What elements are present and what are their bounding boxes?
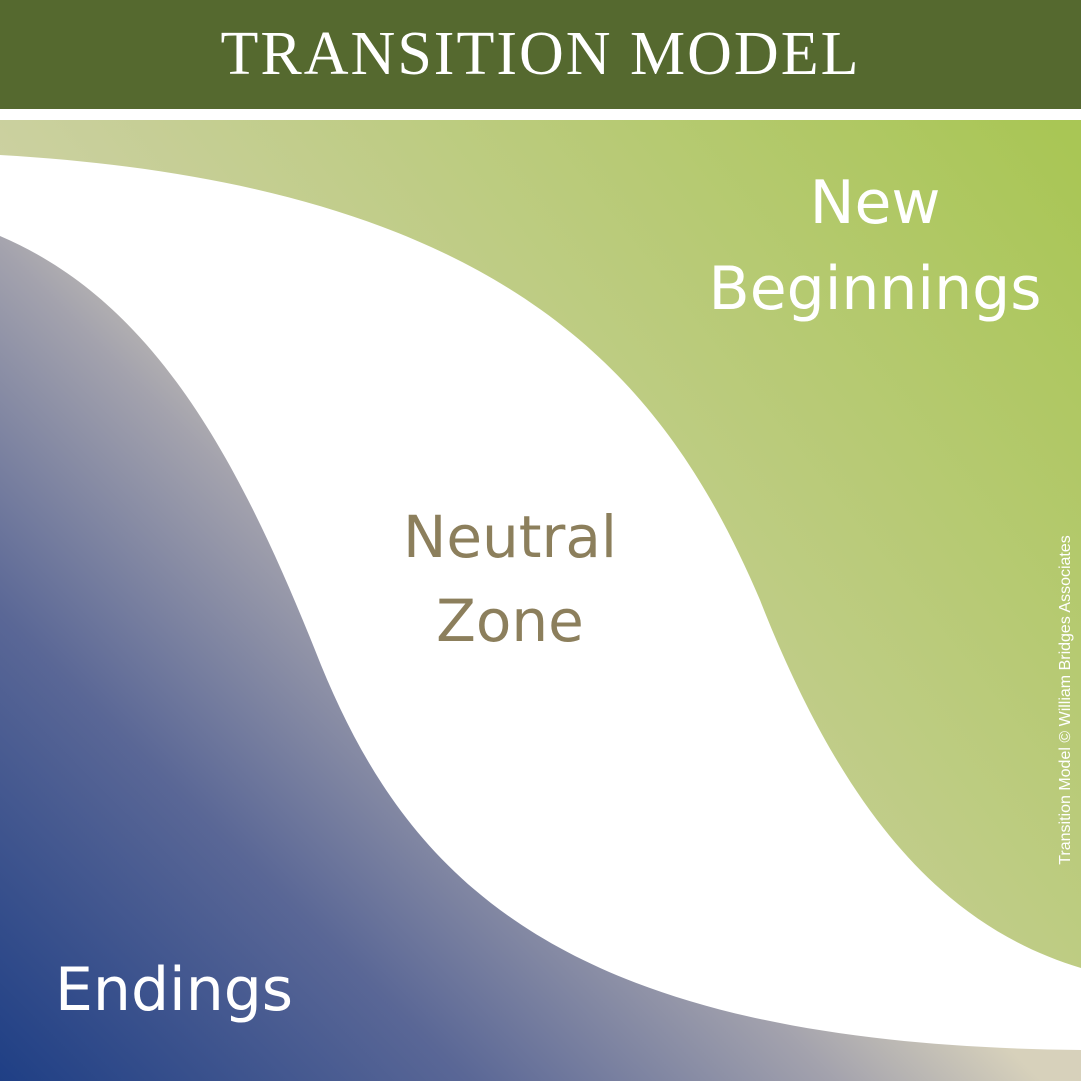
new-beginnings-line-1: New [809, 168, 941, 238]
header-band [0, 0, 1081, 109]
endings-region [0, 236, 1081, 1081]
endings-label: Endings [55, 955, 294, 1025]
new-beginnings-label: New Beginnings [690, 160, 1060, 332]
page-title: TRANSITION MODEL [220, 20, 861, 88]
new-beginnings-region [0, 120, 1081, 968]
new-beginnings-line-2: Beginnings [708, 254, 1042, 324]
copyright-notice: Transition Model © William Bridges Assoc… [1057, 535, 1074, 865]
neutral-zone-label: Neutral Zone [340, 495, 680, 663]
neutral-zone-line-1: Neutral [402, 503, 618, 571]
neutral-zone-line-2: Zone [436, 587, 584, 655]
